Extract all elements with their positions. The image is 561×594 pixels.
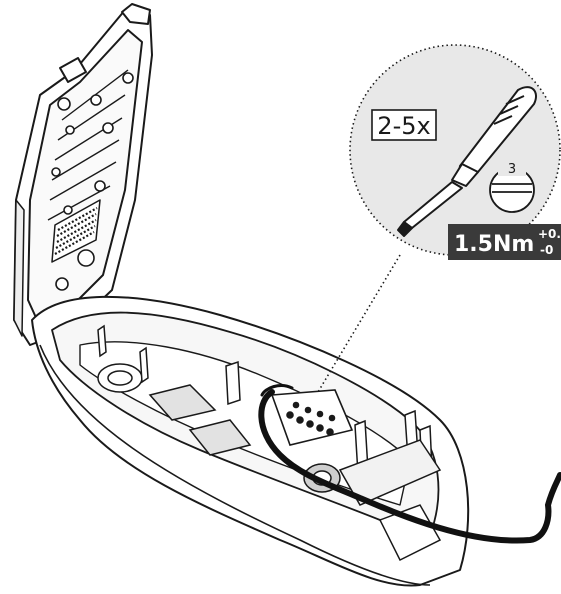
lid-display-grid bbox=[51, 199, 101, 263]
supply-cable bbox=[258, 384, 561, 544]
count-label: 2-5x bbox=[377, 112, 430, 140]
count-label-box: 2-5x bbox=[371, 109, 437, 141]
torque-box: 1.5Nm +0. -0 bbox=[448, 224, 561, 260]
terminal-block bbox=[270, 389, 354, 446]
charger-lid bbox=[13, 3, 153, 346]
slotted-screw-icon: 3 bbox=[489, 158, 535, 213]
screw-size-label: 3 bbox=[508, 162, 516, 177]
screwdriver-icon bbox=[397, 86, 537, 237]
tolerance-minus: -0 bbox=[540, 243, 553, 257]
torque-value: 1.5Nm bbox=[454, 232, 534, 257]
base-interior bbox=[97, 324, 442, 562]
tolerance-plus: +0. bbox=[538, 227, 561, 241]
callout-detail: 2-5x 3 1.5Nm +0. bbox=[349, 44, 561, 260]
